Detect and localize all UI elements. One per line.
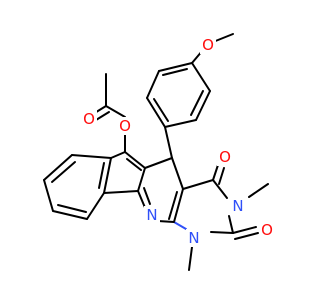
atom-labels: O O O O O N N N [81, 36, 275, 247]
bond-c5-c10b-inner [126, 158, 142, 171]
atom-o-c4: O [219, 148, 231, 166]
bond-bz-6-inner [98, 162, 105, 189]
atom-o-ester: O [119, 117, 131, 135]
bond-n3-c2 [228, 215, 234, 234]
bond-c4a-c4 [182, 179, 214, 190]
bond-c2-o-b [234, 232, 259, 240]
bond-ph-5-inner [190, 90, 204, 116]
bond-c4a-c8a-inner [168, 191, 178, 220]
bond-c10a-c10 [103, 190, 139, 194]
bond-ph-ch [164, 126, 173, 159]
bond-c10-c5a [103, 157, 112, 194]
bond-acetyl-c-o-single [105, 105, 126, 118]
bond-bz-2-inner [51, 161, 76, 183]
bond-ph-3 [146, 97, 166, 128]
bond-c4a-c8a [173, 188, 184, 223]
atom-n3: N [232, 197, 243, 215]
bond-acetyl-c-o-double-b [95, 111, 110, 121]
atom-n1: N [188, 229, 199, 247]
bond-c2-n1 [210, 231, 234, 234]
bond-c5-c5a [110, 151, 126, 159]
atom-o-acetyl-carbonyl: O [83, 110, 95, 128]
bond-ph-2 [146, 70, 160, 99]
bond-bz-2 [43, 154, 73, 181]
atom-o-methoxy: O [202, 36, 214, 54]
bond-ph-3-inner [153, 98, 169, 122]
bond-c2-o-a [232, 226, 257, 234]
bond-c10b-c11 [144, 157, 173, 169]
atom-n-pyridine: N [146, 206, 157, 224]
bond-c11-c4a [171, 157, 184, 190]
bond-bz-4-inner [57, 204, 87, 213]
bond-ph-6 [191, 62, 211, 92]
bond-ph-1-inner [162, 68, 188, 76]
bond-c4-o-b [218, 167, 225, 185]
bond-bz-3 [43, 179, 54, 212]
bond-bz-1 [71, 154, 112, 159]
bond-bz-5 [86, 192, 105, 220]
bond-ph-5 [195, 90, 211, 121]
molecule-structure: O O O O O N N N [43, 33, 275, 271]
bond-pyridine-n-c8a [157, 220, 175, 223]
bond-c4-o-a [212, 164, 219, 181]
bond-ph-4 [164, 119, 197, 128]
bond-n1-methyl [188, 246, 193, 271]
bond-c10a-pyridine-n-inner [143, 187, 151, 205]
bond-bz-4 [52, 210, 88, 220]
bond-n-c8a [173, 221, 187, 230]
bond-c4-n3 [212, 179, 228, 199]
bond-ph-1 [158, 62, 193, 72]
bond-c5-c10b [124, 151, 146, 169]
bond-lines [43, 33, 269, 271]
bond-n3-methyl [248, 183, 269, 198]
atom-o-c2: O [261, 221, 273, 239]
bond-c10b-c10a [137, 167, 146, 192]
